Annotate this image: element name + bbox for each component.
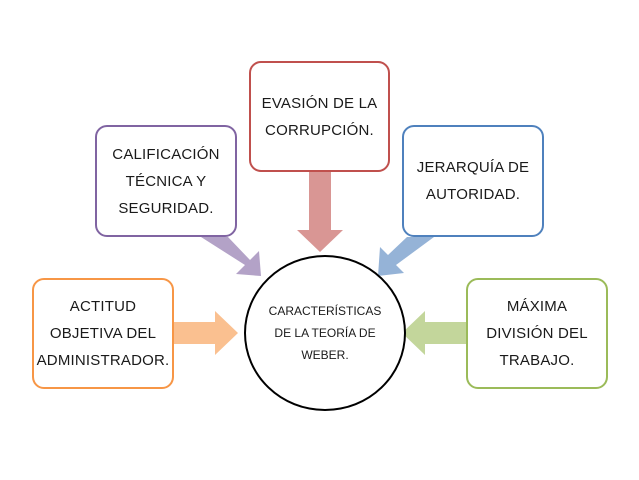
center-line: DE LA TEORÍA DE [274, 326, 376, 340]
box-line: SEGURIDAD. [118, 199, 214, 217]
arrow-top-to-center [297, 172, 343, 252]
box-calificacion-tecnica: CALIFICACIÓN TÉCNICA Y SEGURIDAD. [95, 125, 237, 237]
box-line: TÉCNICA Y [125, 172, 207, 190]
arrow-far-left-to-center [174, 311, 238, 355]
box-line: DIVISIÓN DEL [486, 325, 588, 342]
arrow-far-right-to-center [402, 311, 466, 355]
box-evasion-corrupcion: EVASIÓN DE LA CORRUPCIÓN. [249, 61, 390, 172]
box-actitud-objetiva: ACTITUD OBJETIVA DEL ADMINISTRADOR. [32, 278, 174, 389]
center-circle: CARACTERÍSTICAS DE LA TEORÍA DE WEBER. [244, 255, 406, 411]
center-line: WEBER. [301, 348, 349, 362]
box-maxima-division: MÁXIMA DIVISIÓN DEL TRABAJO. [466, 278, 608, 389]
box-line: EVASIÓN DE LA [261, 94, 378, 112]
box-line: OBJETIVA DEL [49, 325, 157, 342]
box-line: CALIFICACIÓN [112, 145, 220, 163]
box-line: ACTITUD [69, 298, 137, 315]
box-line: MÁXIMA [506, 298, 568, 315]
box-line: JERARQUÍA DE [416, 159, 530, 176]
arrow-left-to-center [201, 237, 261, 276]
box-line: AUTORIDAD. [425, 186, 521, 203]
box-line: TRABAJO. [499, 352, 575, 369]
arrow-right-to-center [378, 237, 434, 276]
center-line: CARACTERÍSTICAS [268, 304, 382, 318]
box-line: CORRUPCIÓN. [265, 121, 374, 139]
box-jerarquia-autoridad: JERARQUÍA DE AUTORIDAD. [402, 125, 544, 237]
box-line: ADMINISTRADOR. [36, 352, 170, 369]
